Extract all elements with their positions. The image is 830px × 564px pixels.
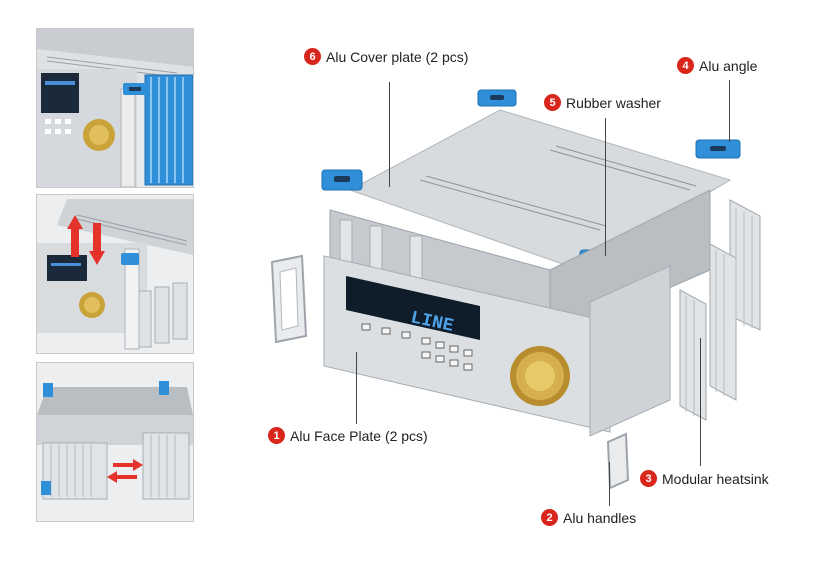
thumbnail-2-illustration bbox=[37, 195, 193, 353]
callout-number: 5 bbox=[544, 94, 561, 111]
callout-label: Alu Face Plate (2 pcs) bbox=[290, 427, 428, 444]
handle-icon bbox=[270, 254, 630, 490]
callout-label: Rubber washer bbox=[566, 94, 661, 111]
thumbnail-assembled-corner bbox=[36, 28, 194, 188]
callout-face-plate: 1 Alu Face Plate (2 pcs) bbox=[268, 427, 428, 444]
callout-label: Modular heatsink bbox=[662, 470, 769, 487]
knob-icon bbox=[510, 346, 570, 406]
callout-label: Alu Cover plate (2 pcs) bbox=[326, 48, 469, 65]
callout-cover-plate: 6 Alu Cover plate (2 pcs) bbox=[304, 48, 468, 65]
callout-handles: 2 Alu handles bbox=[541, 509, 636, 526]
callout-number: 1 bbox=[268, 427, 285, 444]
callout-alu-angle: 4 Alu angle bbox=[677, 57, 757, 74]
callout-number: 6 bbox=[304, 48, 321, 65]
thumbnail-insert-panel bbox=[36, 194, 194, 354]
leader-cover-plate bbox=[389, 82, 390, 187]
callout-number: 2 bbox=[541, 509, 558, 526]
leader-face-plate bbox=[356, 352, 357, 424]
leader-rubber-washer bbox=[605, 118, 606, 256]
thumbnail-3-illustration bbox=[37, 363, 193, 521]
leader-alu-angle bbox=[729, 80, 730, 142]
arrow-icon bbox=[67, 215, 105, 265]
exploded-enclosure-illustration: LINE bbox=[270, 89, 761, 490]
callout-number: 3 bbox=[640, 470, 657, 487]
leader-heatsink bbox=[700, 338, 701, 466]
thumbnail-insert-heatsink bbox=[36, 362, 194, 522]
callout-label: Alu angle bbox=[699, 57, 758, 74]
callout-rubber-washer: 5 Rubber washer bbox=[544, 94, 661, 111]
callout-number: 4 bbox=[677, 57, 694, 74]
leader-handles bbox=[609, 462, 610, 506]
callout-heatsink: 3 Modular heatsink bbox=[640, 470, 769, 487]
callout-label: Alu handles bbox=[563, 509, 637, 526]
thumbnail-1-illustration bbox=[37, 29, 193, 187]
